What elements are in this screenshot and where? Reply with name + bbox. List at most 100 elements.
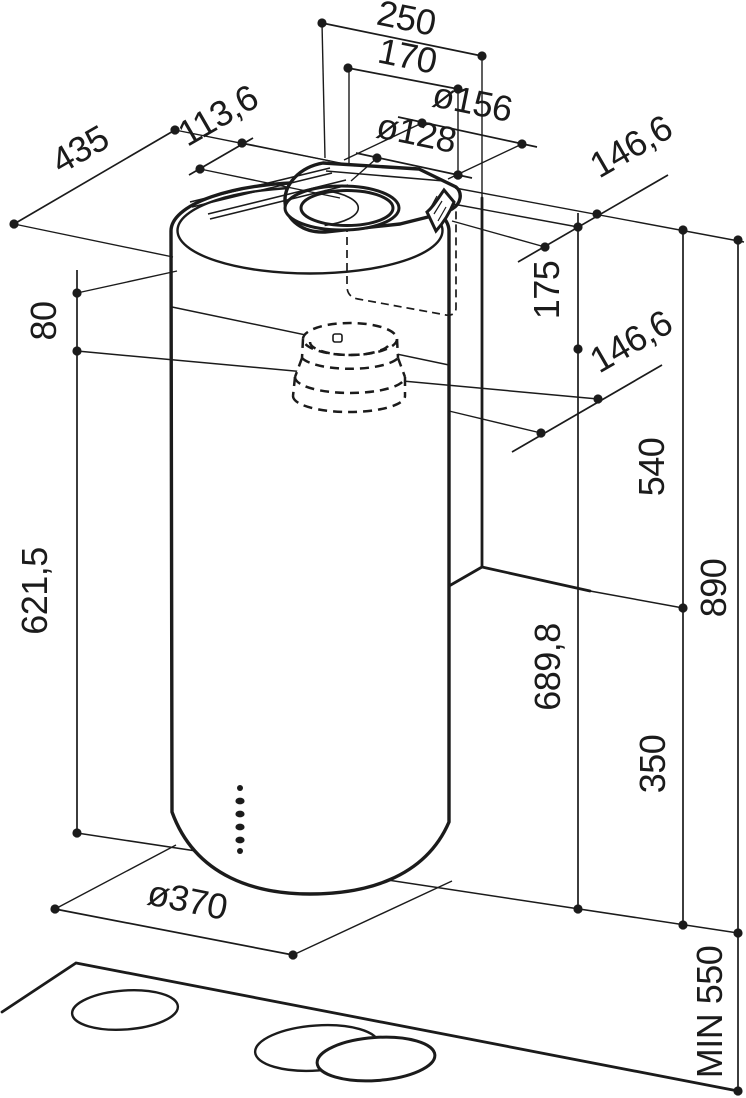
- wall-corner-short: [447, 565, 484, 588]
- dim-endpoint-dot: [733, 235, 743, 245]
- dim-113-label: 113,6: [171, 76, 265, 154]
- dim-146-upper-label: 146,6: [583, 107, 679, 186]
- hood-bottom-plane-line: [76, 832, 739, 934]
- dim-endpoint-dot: [288, 950, 298, 960]
- dim-endpoint-dot: [195, 164, 205, 174]
- wall-diagonal-extension: [589, 590, 684, 609]
- dim-endpoint-dot: [517, 139, 527, 149]
- chimney-collar: [189, 161, 462, 234]
- dim-top-width-outer: 250: [317, 0, 487, 159]
- dim-80-label: 80: [23, 301, 64, 340]
- collar-beak: [425, 187, 456, 234]
- dim-height-lower: 350: [632, 608, 688, 930]
- control-button: [235, 797, 245, 805]
- dim-endpoint-dot: [170, 125, 180, 135]
- reducer-dashed: [291, 321, 407, 414]
- ext-line: [321, 22, 326, 159]
- reducer-top-lip: [308, 341, 392, 357]
- dim-endpoint-dot: [573, 222, 583, 232]
- reducer-band1: [301, 357, 399, 371]
- control-dot-top: [237, 785, 243, 791]
- dim-height-total: 890: [693, 235, 743, 938]
- reducer-neck-sides: [300, 338, 400, 359]
- ext-line: [350, 157, 378, 182]
- dim-endpoint-dot: [592, 209, 602, 219]
- dim-collar-height: 175: [526, 213, 583, 354]
- dim-rim-band: 80: [23, 270, 178, 356]
- dim-line: [54, 908, 294, 956]
- reducer-bottom-arc: [291, 395, 407, 414]
- beak-hatching: [430, 195, 447, 222]
- control-buttons: [235, 785, 245, 854]
- dim-endpoint-dot: [453, 170, 463, 180]
- dim-height-upper: 540: [631, 225, 688, 613]
- dim-689-label: 689,8: [527, 623, 568, 711]
- cooktop-edge: [0, 961, 740, 1093]
- ext-line: [54, 844, 453, 956]
- dim-endpoint-dot: [678, 225, 688, 235]
- wall-lines: [447, 60, 684, 609]
- flue-ring-inner: [299, 189, 395, 227]
- control-button: [235, 823, 245, 831]
- ext-line: [448, 410, 542, 434]
- dim-endpoint-dot: [50, 904, 60, 914]
- burner-right: [315, 1035, 437, 1083]
- dim-line: [13, 129, 176, 225]
- dim-endpoint-dot: [593, 394, 603, 404]
- hood-body: [169, 180, 451, 896]
- dim-endpoint-dot: [343, 63, 353, 73]
- dim-endpoint-dot: [678, 920, 688, 930]
- reducer-flare-sides: [293, 357, 407, 378]
- dim-endpoint-dot: [72, 288, 82, 298]
- dim-endpoint-dot: [477, 51, 487, 61]
- ext-line: [199, 142, 356, 199]
- dim-body-height: 621,5: [14, 351, 82, 838]
- dim-890-label: 890: [693, 559, 734, 618]
- cylinder-silhouette: [169, 180, 451, 896]
- dim-offset-lower: 146,6: [448, 302, 679, 453]
- control-dot-bottom: [237, 848, 243, 854]
- dim-endpoint-dot: [372, 153, 382, 163]
- wall-corner-diagonal: [480, 565, 592, 593]
- dim-endpoint-dot: [317, 18, 327, 28]
- dim-146-lower-label: 146,6: [583, 302, 679, 381]
- bracket-strips: [189, 167, 349, 220]
- dim-min-clearance: MIN 550: [689, 933, 743, 1096]
- reducer-band2: [293, 376, 407, 395]
- reducer-bottom-sides: [291, 376, 407, 397]
- dim-line: [517, 174, 669, 263]
- dim-540-label: 540: [631, 438, 672, 497]
- dim-endpoint-dot: [573, 904, 583, 914]
- dim-175-label: 175: [526, 261, 567, 320]
- dim-endpoint-dot: [237, 138, 247, 148]
- bottom-plane-line: [76, 832, 739, 934]
- dim-line: [511, 364, 663, 453]
- dim-endpoint-dot: [72, 828, 82, 838]
- ext-line: [76, 270, 178, 294]
- ext-line: [348, 68, 459, 175]
- collar-inner-edge: [325, 170, 445, 182]
- dim-line: [347, 67, 459, 90]
- bracket-strip-lower: [207, 179, 349, 220]
- control-button: [235, 836, 245, 844]
- control-button: [235, 810, 245, 818]
- burner-left: [70, 988, 180, 1032]
- bracket-strip-upper: [189, 167, 333, 208]
- dim-endpoint-dot: [536, 428, 546, 438]
- dim-min550-label: MIN 550: [689, 946, 730, 1079]
- dim-endpoint-dot: [453, 84, 463, 94]
- reducer-knob: [332, 333, 343, 343]
- dim-endpoint-dot: [733, 1086, 743, 1096]
- dim-endpoint-dot: [9, 219, 19, 229]
- dim-line: [321, 22, 483, 57]
- dim-offset-upper: 146,6: [451, 107, 745, 263]
- dim-370-label: ø370: [144, 872, 231, 928]
- dim-endpoint-dot: [417, 118, 427, 128]
- duct-path: [346, 203, 457, 316]
- dim-endpoint-dot: [540, 242, 550, 252]
- dim-350-label: 350: [632, 735, 673, 794]
- cooktop: [0, 961, 740, 1093]
- dim-621-label: 621,5: [14, 547, 55, 635]
